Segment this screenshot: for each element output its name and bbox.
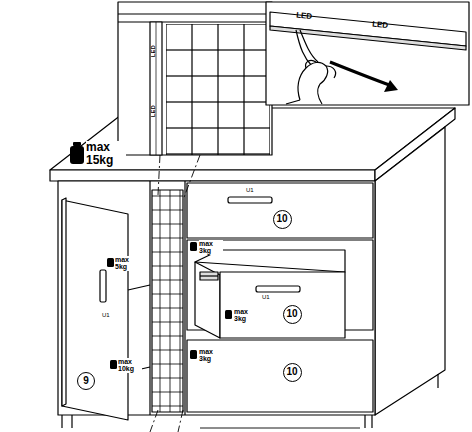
callout-text: 10 [276, 214, 287, 224]
callout-text: 10 [286, 367, 297, 377]
part-code: U1 [262, 294, 282, 300]
callout-number: 10 [283, 305, 302, 324]
callout-text: 9 [83, 376, 89, 386]
max-load: max 3kg [199, 240, 223, 255]
max-load: max 10kg [118, 358, 142, 373]
led-text: LED [150, 96, 156, 126]
max-load: max 3kg [234, 308, 258, 323]
max-load: max 3kg [199, 348, 223, 363]
callout-number: 9 [77, 372, 95, 390]
led-text: LED [150, 36, 156, 66]
part-code: U1 [102, 312, 122, 318]
callout-number: 10 [283, 363, 302, 382]
part-code: U1 [246, 187, 266, 193]
callout-number: 10 [273, 210, 292, 229]
callout-text: 10 [286, 309, 297, 319]
max-load: max 5kg [115, 256, 139, 271]
max-load: max 15kg [86, 141, 126, 166]
